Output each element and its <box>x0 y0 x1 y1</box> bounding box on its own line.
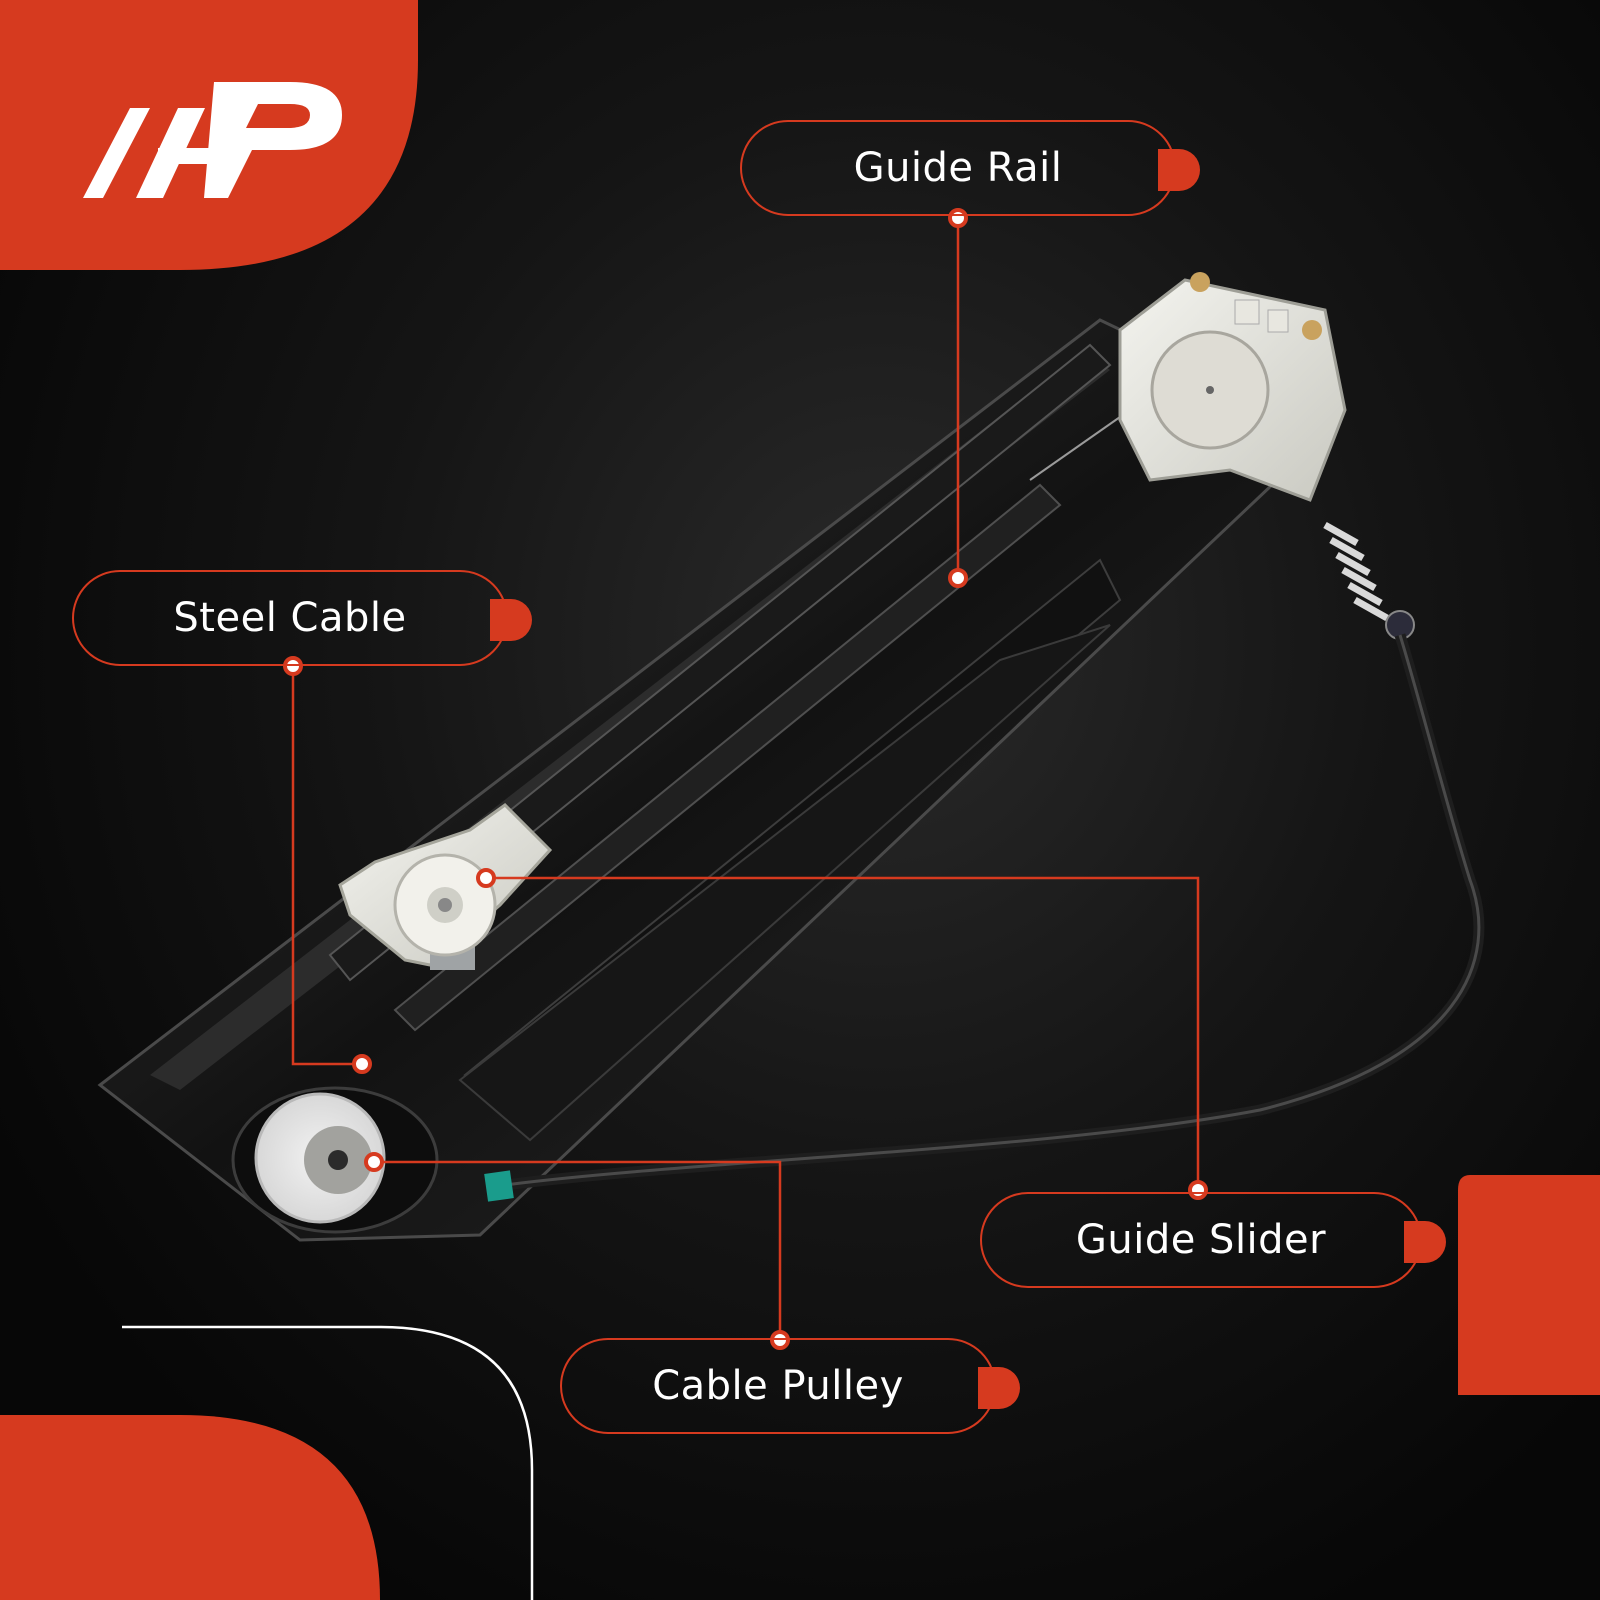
guide-slider <box>338 803 553 970</box>
motor-housing <box>1118 272 1415 640</box>
corner-bottom-left-shape <box>0 1415 380 1600</box>
guide-rail-label: Guide Rail <box>740 120 1200 216</box>
cable-pulley <box>231 1086 439 1234</box>
steel-cable-label: Steel Cable <box>72 570 532 666</box>
callout-dots <box>283 208 1208 1350</box>
cable-end-cap <box>484 1170 514 1202</box>
corner-top-left-shape <box>0 0 418 270</box>
corner-bottom-left-outline <box>122 1325 534 1600</box>
callout-leaders <box>291 218 1200 1340</box>
cable-spring <box>1323 521 1389 622</box>
cable-pulley-label: Cable Pulley <box>560 1338 1020 1434</box>
corner-right-shape <box>1458 1175 1600 1395</box>
brand-logo <box>83 82 342 198</box>
guide-slider-label: Guide Slider <box>980 1192 1446 1288</box>
